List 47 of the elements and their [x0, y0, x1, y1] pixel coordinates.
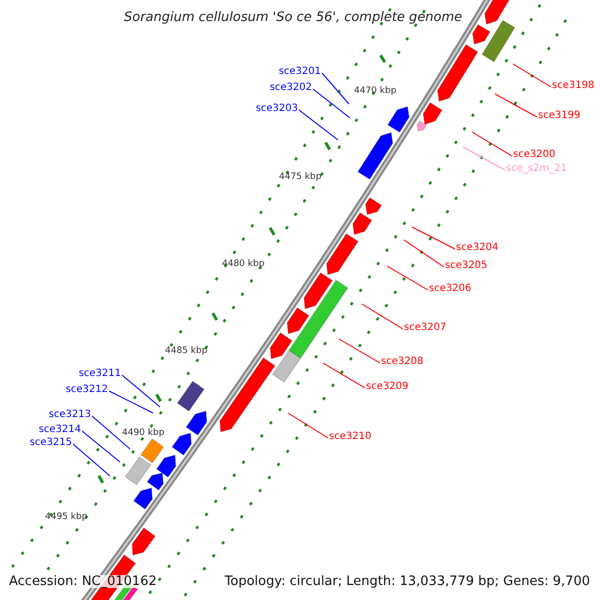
leader-line: [312, 88, 350, 118]
gene-label: sce3206: [429, 284, 472, 294]
gene-label: sce3211: [78, 369, 121, 379]
leader-line: [512, 64, 552, 88]
gene-label: sce3207: [404, 323, 446, 333]
leader-line: [322, 362, 366, 388]
leader-line: [108, 390, 154, 414]
gene-label: sce3215: [30, 438, 72, 448]
leader-line: [298, 110, 338, 140]
leader-line: [338, 338, 380, 364]
leader-line: [72, 444, 110, 476]
gene-label: sce3214: [38, 425, 81, 435]
scale-label: 4470 kbp: [354, 86, 396, 96]
scale-label: 4490 kbp: [122, 428, 164, 438]
gene-label: sce3212: [66, 385, 108, 395]
gene-label: sce3202: [270, 83, 312, 93]
scale-label: 4480 kbp: [222, 260, 264, 268]
leader-line: [288, 412, 328, 438]
gene-label: sce3205: [445, 261, 488, 271]
chart-title: Sorangium cellulosum 'So ce 56', complete genome: [124, 11, 462, 24]
gene-label: sce3213: [48, 410, 91, 420]
genome-summary: Topology: circular; Length: 13,033,779 bp; Genes: 9,700: [224, 574, 590, 588]
gene-label: sce_s2m_21: [506, 164, 567, 174]
gene-label: sce3200: [513, 150, 556, 160]
scale-label: 4485 kbp: [165, 346, 208, 356]
accession-note: Accession: NC_010162: [9, 574, 157, 588]
leader-line: [494, 94, 538, 118]
leader-line: [404, 240, 444, 268]
gene-label: sce3209: [366, 382, 408, 392]
leader-line: [412, 226, 456, 250]
gene-label: sce3199: [538, 111, 580, 121]
scale-label: 4475 kbp: [279, 172, 322, 182]
leader-line: [472, 132, 512, 156]
gene-label: sce3201: [278, 67, 321, 77]
gene-label: sce3208: [381, 357, 424, 367]
leader-line: [462, 146, 506, 170]
leader-line: [82, 430, 120, 462]
gene-label: sce3210: [329, 432, 372, 442]
leader-line: [322, 72, 350, 104]
gene-label: sce3198: [552, 81, 594, 91]
gene-label: sce3204: [456, 243, 498, 253]
leader-line: [386, 266, 428, 290]
leader-line: [122, 374, 160, 408]
leader-line: [362, 304, 404, 330]
gene-label: sce3203: [256, 104, 298, 114]
leader-line: [92, 416, 130, 450]
scale-label: 4495 kbp: [45, 512, 88, 522]
